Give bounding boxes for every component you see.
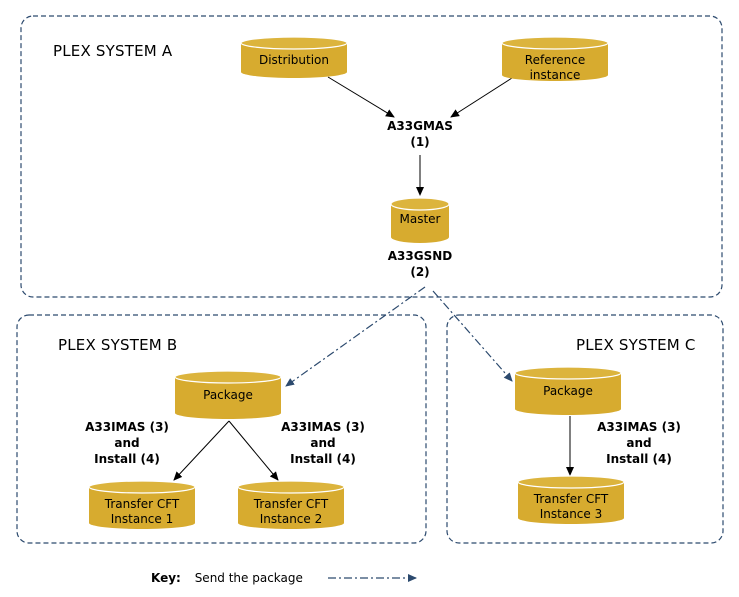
- reference-instance-label: Reference instance: [524, 53, 586, 82]
- package-b-label: Package: [203, 388, 253, 402]
- arrow-package-b-to-transfer2: [228, 420, 279, 481]
- plex-system-c-box: [446, 314, 724, 544]
- key-legend: Key: Send the package: [151, 571, 303, 585]
- send-arrow-to-system-c: [432, 290, 513, 382]
- package-c-database-icon: [514, 366, 622, 415]
- master-database-icon: [390, 197, 450, 243]
- plex-system-b-title: PLEX SYSTEM B: [58, 336, 178, 354]
- key-label: Key:: [151, 571, 181, 585]
- plex-system-c-title: PLEX SYSTEM C: [576, 336, 696, 354]
- package-c-label: Package: [543, 384, 593, 398]
- plex-system-a-title: PLEX SYSTEM A: [53, 42, 173, 60]
- transfer1-database-icon: [88, 480, 196, 529]
- transfer-cft-instance-1-label: Transfer CFT Instance 1: [104, 497, 180, 526]
- transfer2-database-icon: [237, 480, 345, 529]
- transfer3-database-icon: [517, 475, 625, 524]
- a33imas-install-c-label: A33IMAS (3) and Install (4): [597, 420, 681, 466]
- reference-database-icon: [501, 36, 609, 81]
- plex-system-b-box: [16, 314, 427, 544]
- distribution-label: Distribution: [258, 53, 329, 67]
- package-b-database-icon: [174, 370, 282, 419]
- arrow-distribution-to-gmas: [327, 76, 395, 118]
- key-text: Send the package: [194, 571, 303, 585]
- master-label: Master: [399, 212, 441, 226]
- a33gsnd-label: A33GSND (2): [387, 249, 453, 279]
- arrow-reference-to-gmas: [450, 77, 513, 118]
- send-arrow-to-system-b: [285, 286, 426, 387]
- transfer-cft-instance-2-label: Transfer CFT Instance 2: [253, 497, 329, 526]
- a33imas-install-b1-label: A33IMAS (3) and Install (4): [85, 420, 169, 466]
- distribution-database-icon: [240, 36, 348, 78]
- transfer-cft-instance-3-label: Transfer CFT Instance 3: [533, 492, 609, 521]
- arrow-package-b-to-transfer1: [173, 420, 230, 481]
- a33imas-install-b2-label: A33IMAS (3) and Install (4): [281, 420, 365, 466]
- plex-system-a-box: [20, 15, 723, 298]
- a33gmas-label: A33GMAS (1): [387, 119, 453, 149]
